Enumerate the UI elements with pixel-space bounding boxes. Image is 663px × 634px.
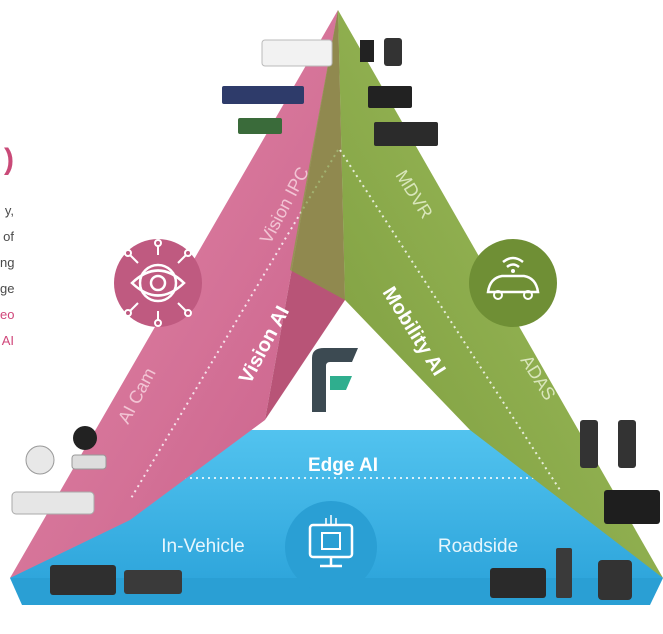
roadside-label: Roadside (438, 536, 518, 557)
clipped-heading: ) (4, 143, 14, 176)
roadside-devices (490, 548, 632, 600)
chip-monitor-icon (285, 501, 377, 593)
connected-car-icon (469, 239, 557, 327)
in-vehicle-label: In-Vehicle (161, 536, 244, 557)
clipped-line: ge (0, 281, 15, 296)
clipped-line: ng (0, 255, 15, 270)
in-vehicle-devices (50, 565, 182, 595)
vision-ipc-devices (222, 39, 333, 134)
brand-f-logo-icon (312, 348, 358, 412)
ai-cam-devices (11, 426, 107, 515)
clipped-paragraph: y, of ng ge eo AI (0, 198, 14, 354)
clipped-line: eo (0, 307, 15, 322)
adas-devices (580, 420, 660, 524)
clipped-line: AI (1, 333, 14, 348)
mdvr-devices (360, 38, 438, 146)
clipped-line: y, (4, 203, 14, 218)
edge-ai-label: Edge AI (308, 455, 378, 476)
eye-network-icon (114, 239, 202, 327)
clipped-line: of (3, 229, 14, 244)
